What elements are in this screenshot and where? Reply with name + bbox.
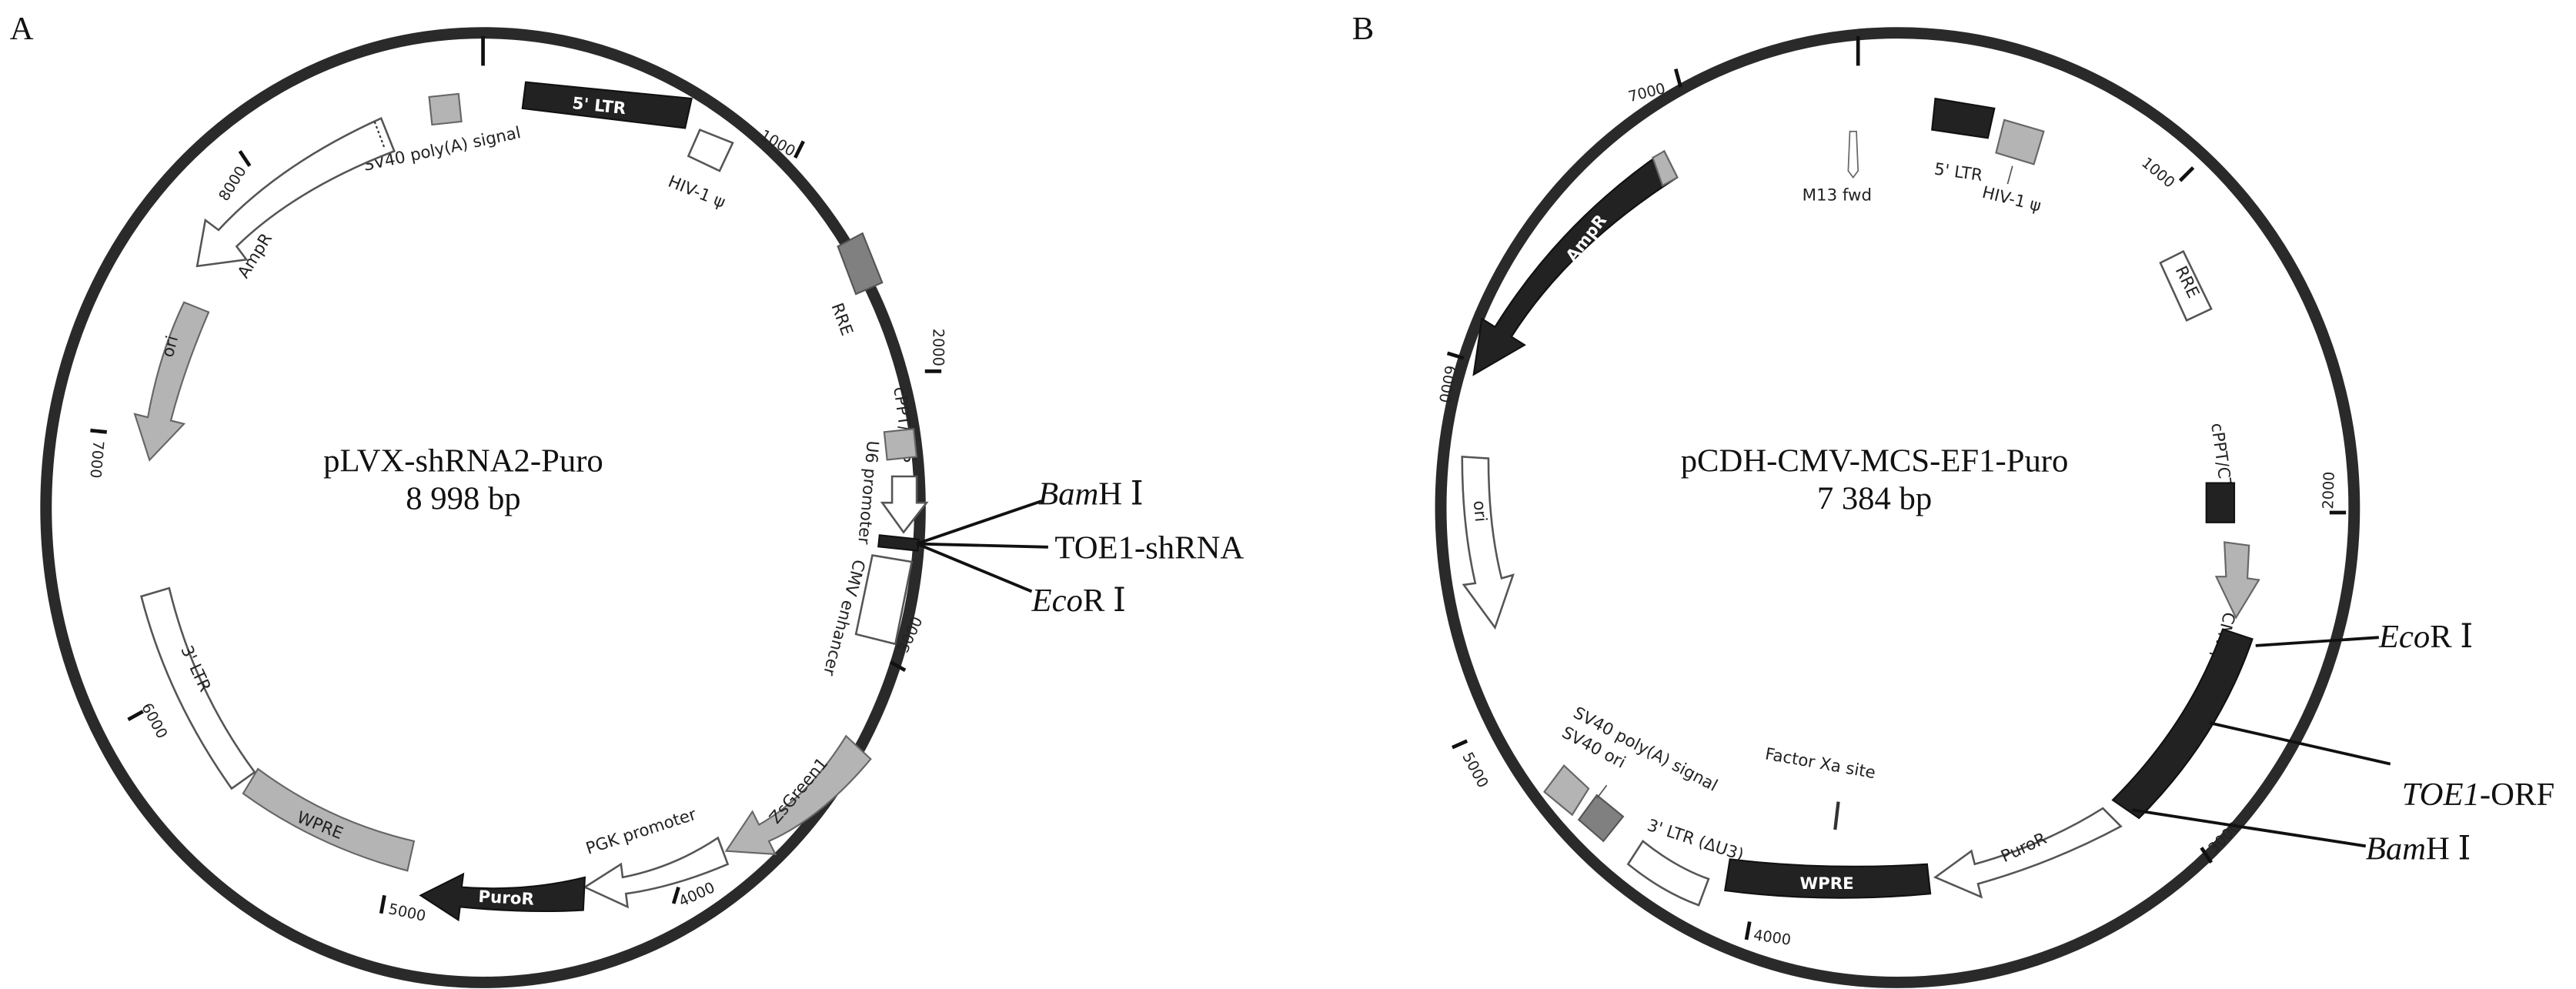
tick-a-8000 (238, 150, 252, 167)
feature-a-toe1-shrna (877, 534, 920, 552)
feature-b-ampr-arrow (1472, 149, 1679, 376)
feature-b-cmv-arrow (2214, 541, 2260, 620)
panel-b: B 7000 1000 2000 3000 4000 5000 6000 M13… (1352, 11, 2554, 988)
feature-b-rre (2159, 249, 2213, 322)
tick-b-4000 (1744, 921, 1752, 941)
tick-b-6000 (1446, 351, 1465, 360)
tick-a-6000 (127, 710, 144, 721)
tick-b-1000 (2178, 166, 2195, 182)
tick-label-b-5000: 5000 (1458, 749, 1492, 790)
feature-a-puror-label: PuroR (478, 887, 535, 910)
feature-b-5ltr-label: 5' LTR (1933, 159, 1984, 185)
site-a-ecori: EcoR Ⅰ (1031, 583, 1126, 619)
feature-b-hiv-psi-leader (2006, 165, 2013, 185)
feature-a-pgk-arrow (583, 836, 730, 909)
leader-b-ecori (2255, 636, 2379, 647)
feature-a-rre-label: RRE (827, 301, 856, 339)
feature-a-3ltr (140, 586, 256, 790)
feature-b-factor-xa (1833, 801, 1840, 830)
site-b-ecori: EcoR Ⅰ (2378, 619, 2473, 655)
feature-b-5ltr (1931, 97, 1996, 139)
site-a-bamhi-rest: H Ⅰ (1098, 476, 1143, 512)
tick-label-a-2000: 2000 (929, 329, 947, 366)
feature-a-puror-arrow (419, 872, 586, 922)
feature-b-m13 (1847, 130, 1859, 179)
feature-a-wpre (242, 767, 416, 872)
feature-a-u6-label: U6 promoter (854, 440, 882, 546)
site-b-ecori-italic: Eco (2378, 619, 2430, 655)
tick-b-7000 (1673, 68, 1682, 88)
feature-b-sv40-polya (1543, 764, 1590, 817)
tick-b-3000 (2200, 847, 2213, 864)
feature-b-puror-arrow (1933, 807, 2123, 899)
site-b-insert: TOE1-ORF (2402, 777, 2554, 813)
tick-label-a-6000: 6000 (138, 700, 171, 741)
feature-b-hiv-psi (1995, 119, 2045, 165)
feature-b-ampr-tip (1652, 149, 1679, 187)
site-b-ecori-rest: R Ⅰ (2430, 619, 2473, 655)
plasmid-b-size: 7 384 bp (1817, 481, 1932, 517)
feature-b-sv40-leader (1596, 784, 1608, 799)
tick-a-1000 (794, 140, 805, 159)
panel-a-letter: A (10, 11, 34, 47)
feature-a-cppt (883, 428, 918, 461)
site-b-insert-italic: TOE1 (2402, 777, 2480, 813)
feature-a-sv40-polya (428, 92, 463, 126)
feature-b-factor-xa-label: Factor Xa site (1763, 744, 1876, 783)
site-a-bamhi-italic: Bam (1038, 476, 1098, 512)
feature-a-ori-arrow (133, 301, 210, 462)
site-a-insert: TOE1-shRNA (1054, 530, 1244, 566)
feature-b-ori-label: ori (1469, 500, 1490, 523)
tick-b-5000 (1452, 739, 1468, 750)
feature-b-hiv-psi-label: HIV-1 ψ (1980, 183, 2043, 216)
plasmid-b-backbone (1435, 27, 2360, 988)
feature-b-sv40-ori (1577, 794, 1625, 843)
feature-a-rre (837, 232, 884, 296)
feature-a-zsgreen1-arrow (724, 734, 872, 856)
leader-a-bamhi (916, 500, 1042, 546)
panel-a: A 1000 2000 3000 4000 5000 6000 7000 800… (10, 11, 1244, 988)
feature-a-5ltr (521, 81, 693, 129)
leader-a-ecori (916, 542, 1033, 593)
leader-a-insert (917, 542, 1048, 549)
plasmid-a-size: 8 998 bp (406, 481, 520, 517)
tick-label-b-1000: 1000 (2138, 154, 2178, 192)
feature-b-ori-arrow (1461, 456, 1515, 630)
site-a-bamhi: BamH Ⅰ (1038, 476, 1144, 512)
tick-a-3000 (889, 660, 907, 672)
tick-a-4000 (671, 886, 680, 904)
tick-label-b-2000: 2000 (2319, 471, 2338, 510)
feature-b-3ltr (1626, 840, 1710, 907)
tick-label-b-4000: 4000 (1752, 926, 1793, 949)
tick-a-5000 (379, 894, 386, 914)
feature-a-u6-arrow (880, 475, 929, 534)
tick-a-7000 (90, 428, 107, 434)
site-b-bamhi-italic: Bam (2366, 830, 2426, 867)
site-a-ecori-italic: Eco (1031, 583, 1083, 619)
site-b-bamhi: BamH Ⅰ (2366, 830, 2471, 867)
site-b-insert-rest: -ORF (2480, 777, 2554, 813)
feature-b-wpre-label: WPRE (1800, 874, 1854, 894)
site-b-bamhi-rest: H Ⅰ (2426, 830, 2471, 867)
feature-a-cmv-enhancer (854, 554, 914, 646)
feature-b-wpre (1724, 858, 1932, 899)
feature-a-hiv-psi-label: HIV-1 ψ (665, 172, 727, 212)
feature-b-cppt (2205, 482, 2236, 523)
feature-a-hiv-psi (687, 128, 734, 172)
site-a-ecori-rest: R Ⅰ (1083, 583, 1126, 619)
tick-label-a-4000: 4000 (676, 878, 717, 910)
leader-b-bamhi (2132, 808, 2367, 848)
tick-label-a-7000: 7000 (86, 440, 107, 479)
feature-a-pgk-label: PGK promoter (583, 805, 699, 859)
plasmid-b-name: pCDH-CMV-MCS-EF1-Puro (1681, 443, 2069, 479)
tick-label-a-5000: 5000 (387, 900, 428, 925)
panel-b-letter: B (1352, 11, 1374, 47)
plasmid-a-name: pLVX-shRNA2-Puro (323, 443, 603, 479)
feature-b-m13-label: M13 fwd (1803, 185, 1872, 205)
feature-b-toe1-orf (2111, 628, 2254, 820)
tick-label-a-8000: 8000 (215, 163, 249, 205)
leader-b-insert (2209, 721, 2391, 766)
feature-a-ampr-arrow (195, 116, 396, 268)
